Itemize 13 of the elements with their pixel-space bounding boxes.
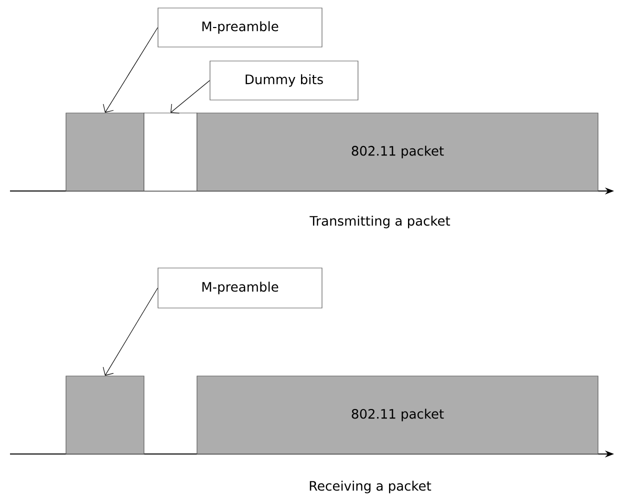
caption: Receiving a packet xyxy=(310,480,432,494)
preamble-block xyxy=(66,112,144,192)
callout-box: Dummy bits xyxy=(210,60,358,100)
leader-line xyxy=(170,80,210,114)
callout-box: M-preamble xyxy=(158,268,322,308)
caption: Transmitting a packet xyxy=(310,216,450,228)
leader-line xyxy=(102,288,158,376)
packet-block: 802.11 packet xyxy=(196,112,598,192)
callout-box: M-preamble xyxy=(158,8,322,48)
preamble-block xyxy=(66,376,144,454)
dummy-block xyxy=(144,112,198,192)
leader-line xyxy=(102,27,158,113)
packet-block: 802.11 packet xyxy=(196,376,598,454)
